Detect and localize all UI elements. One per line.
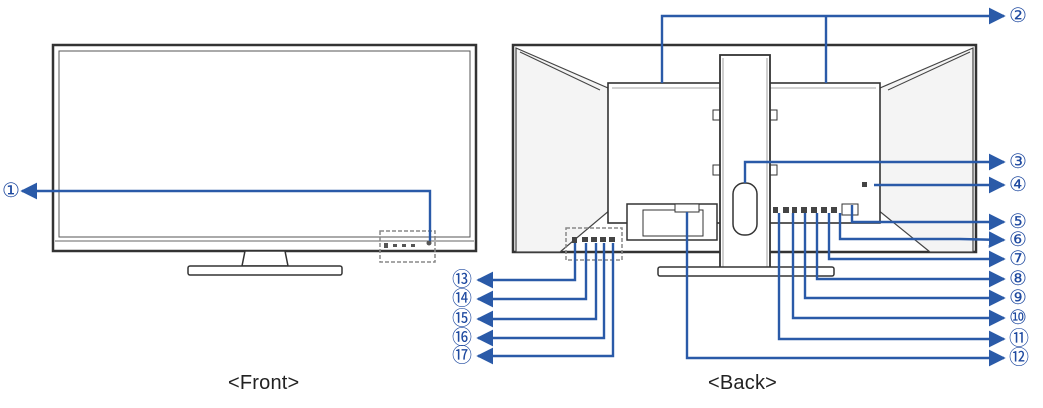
callout-3: ③ xyxy=(1009,149,1027,173)
callout-7: ⑦ xyxy=(1009,246,1027,270)
leader-7 xyxy=(827,213,1006,268)
callout-13: ⑬ xyxy=(452,267,472,291)
leader-5 xyxy=(850,205,1006,231)
callout-4: ④ xyxy=(1009,172,1027,196)
leader-15 xyxy=(476,243,598,328)
callout-16: ⑯ xyxy=(452,325,472,349)
callout-2: ② xyxy=(1009,3,1027,27)
leader-16 xyxy=(476,243,606,347)
leader-9 xyxy=(803,213,1006,307)
leader-6 xyxy=(838,213,1006,249)
front-monitor xyxy=(51,43,478,276)
back-monitor xyxy=(511,43,978,277)
leader-12 xyxy=(685,212,1006,367)
front-buttons xyxy=(379,230,436,263)
callout-17: ⑰ xyxy=(452,343,472,367)
leader-1 xyxy=(20,182,432,241)
back-caption: <Back> xyxy=(708,372,778,394)
leader-lines xyxy=(20,7,1006,367)
front-caption: <Front> xyxy=(228,372,300,394)
back-ports xyxy=(773,203,859,216)
leader-8 xyxy=(815,213,1006,288)
leader-3 xyxy=(743,153,1006,183)
callout-1: ① xyxy=(2,178,20,202)
leader-17 xyxy=(476,243,615,365)
callout-11: ⑪ xyxy=(1009,326,1029,350)
leader-13 xyxy=(476,243,577,289)
callout-15: ⑮ xyxy=(452,306,472,330)
callout-8: ⑧ xyxy=(1009,266,1027,290)
callout-6: ⑥ xyxy=(1009,227,1027,251)
leader-2 xyxy=(660,7,1006,83)
callout-10: ⑩ xyxy=(1009,305,1027,329)
callout-9: ⑨ xyxy=(1009,285,1027,309)
callout-14: ⑭ xyxy=(452,286,472,310)
leader-14 xyxy=(476,243,588,308)
callout-5: ⑤ xyxy=(1009,209,1027,233)
callout-12: ⑫ xyxy=(1009,345,1029,369)
leader-10 xyxy=(791,213,1006,327)
rear-buttons xyxy=(565,227,623,261)
leader-11 xyxy=(777,213,1006,348)
